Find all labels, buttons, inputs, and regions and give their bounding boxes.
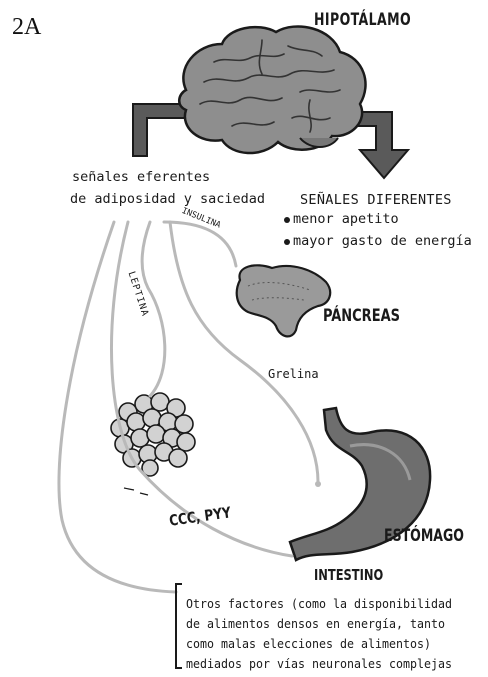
figure-label: 2A <box>12 14 41 41</box>
other-factors-line: de alimentos densos en energía, tanto <box>186 614 452 634</box>
afferent-signals-line1: señales eferentes <box>70 166 270 188</box>
pathway-tick-marks <box>124 488 148 495</box>
pancreas-illustration <box>237 265 330 336</box>
hypothalamus-title: HIPOTÁLAMO <box>314 10 411 30</box>
other-factors-text: Otros factores (como la disponibilidad d… <box>186 594 452 674</box>
other-factors-line: como malas elecciones de alimentos) <box>186 634 452 654</box>
other-factors-line: Otros factores (como la disponibilidad <box>186 594 452 614</box>
efferent-signals-title: SEÑALES DIFERENTES <box>300 192 452 208</box>
brain-illustration <box>179 26 365 153</box>
efferent-signals-list: menor apetito mayor gasto de energía <box>284 208 472 252</box>
other-factors-line: mediados por vías neuronales complejas <box>186 654 452 674</box>
pancreas-label: PÁNCREAS <box>323 306 400 326</box>
ghrelin-label: Grelina <box>268 367 319 381</box>
afferent-signals-line2: de adiposidad y saciedad <box>70 188 270 210</box>
intestine-label: INTESTINO <box>314 566 383 584</box>
stomach-label: ESTÓMAGO <box>384 526 464 546</box>
efferent-signal-item: menor apetito <box>284 208 472 230</box>
afferent-signals-label: señales eferentes de adiposidad y sacied… <box>70 166 270 210</box>
other-factors-bracket <box>176 584 182 668</box>
efferent-signal-item: mayor gasto de energía <box>284 230 472 252</box>
ghrelin-origin-dot <box>315 481 321 487</box>
